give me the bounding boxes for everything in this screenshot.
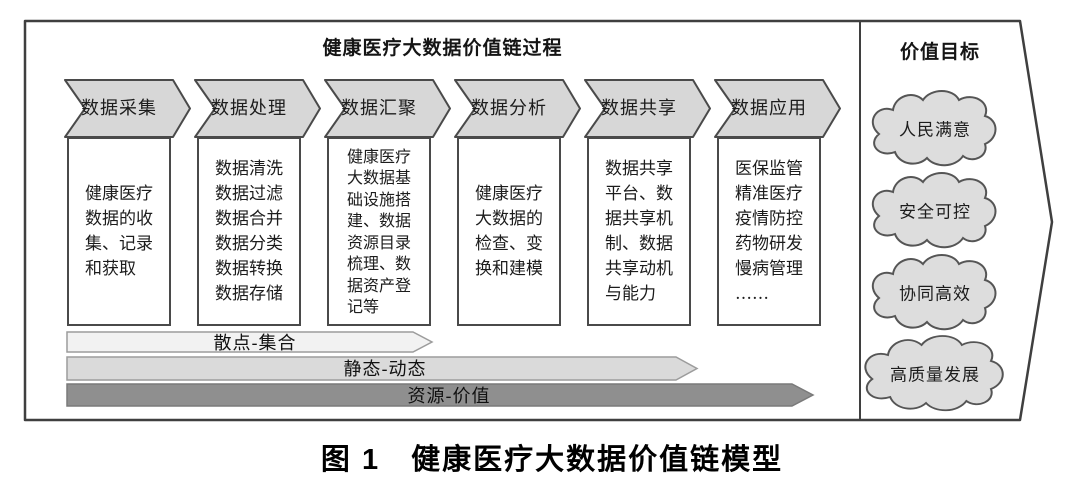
stage-detail-box-6: 医保监管 精准医疗 疫情防控 药物研发 慢病管理 …… <box>717 137 821 326</box>
stage-detail-text-5: 数据共享 平台、数 据共享机 制、数据 共享动机 与能力 <box>605 158 673 304</box>
stage-chevron-2 <box>194 79 321 138</box>
goal-label-3: 协同高效 <box>899 284 971 305</box>
transition-label-2: 静态-动态 <box>343 359 427 380</box>
stage-detail-box-5: 数据共享 平台、数 据共享机 制、数据 共享动机 与能力 <box>587 137 691 326</box>
goal-label-2: 安全可控 <box>899 202 971 223</box>
stage-label-4: 数据分析 <box>471 98 547 119</box>
transition-label-3: 资源-价值 <box>407 386 491 407</box>
stage-detail-box-4: 健康医疗 大数据的 检查、变 换和建模 <box>457 137 561 326</box>
process-panel-title: 健康医疗大数据价值链过程 <box>322 37 563 59</box>
transition-arrow-1 <box>66 331 434 353</box>
stage-detail-text-4: 健康医疗 大数据的 检查、变 换和建模 <box>475 183 543 279</box>
stage-detail-text-2: 数据清洗 数据过滤 数据合并 数据分类 数据转换 数据存储 <box>215 158 283 304</box>
stage-detail-text-1: 健康医疗 数据的收 集、记录 和获取 <box>85 183 153 279</box>
transition-arrow-2 <box>66 356 699 381</box>
stage-label-2: 数据处理 <box>211 98 287 119</box>
stage-label-6: 数据应用 <box>731 98 807 119</box>
transition-arrow-3 <box>66 383 815 407</box>
goal-label-1: 人民满意 <box>899 120 971 141</box>
stage-detail-box-2: 数据清洗 数据过滤 数据合并 数据分类 数据转换 数据存储 <box>197 137 301 326</box>
stage-detail-box-3: 健康医疗 大数据基 础设施搭 建、数据 资源目录 梳理、数 据资产登 记等 <box>327 137 431 326</box>
goal-label-4: 高质量发展 <box>890 365 980 386</box>
stage-label-5: 数据共享 <box>601 98 677 119</box>
stage-chevron-3 <box>324 79 451 138</box>
stage-chevron-5 <box>584 79 711 138</box>
stage-label-3: 数据汇聚 <box>341 98 417 119</box>
stage-detail-box-1: 健康医疗 数据的收 集、记录 和获取 <box>67 137 171 326</box>
stage-chevron-1 <box>64 79 191 138</box>
figure-caption: 图 1 健康医疗大数据价值链模型 <box>320 444 784 476</box>
goal-panel-title: 价值目标 <box>899 41 980 63</box>
stage-chevron-6 <box>714 79 841 138</box>
stage-detail-text-6: 医保监管 精准医疗 疫情防控 药物研发 慢病管理 …… <box>735 158 803 304</box>
transition-label-1: 散点-集合 <box>213 333 297 354</box>
stage-label-1: 数据采集 <box>81 98 157 119</box>
stage-detail-text-3: 健康医疗 大数据基 础设施搭 建、数据 资源目录 梳理、数 据资产登 记等 <box>346 146 411 317</box>
stage-chevron-4 <box>454 79 581 138</box>
